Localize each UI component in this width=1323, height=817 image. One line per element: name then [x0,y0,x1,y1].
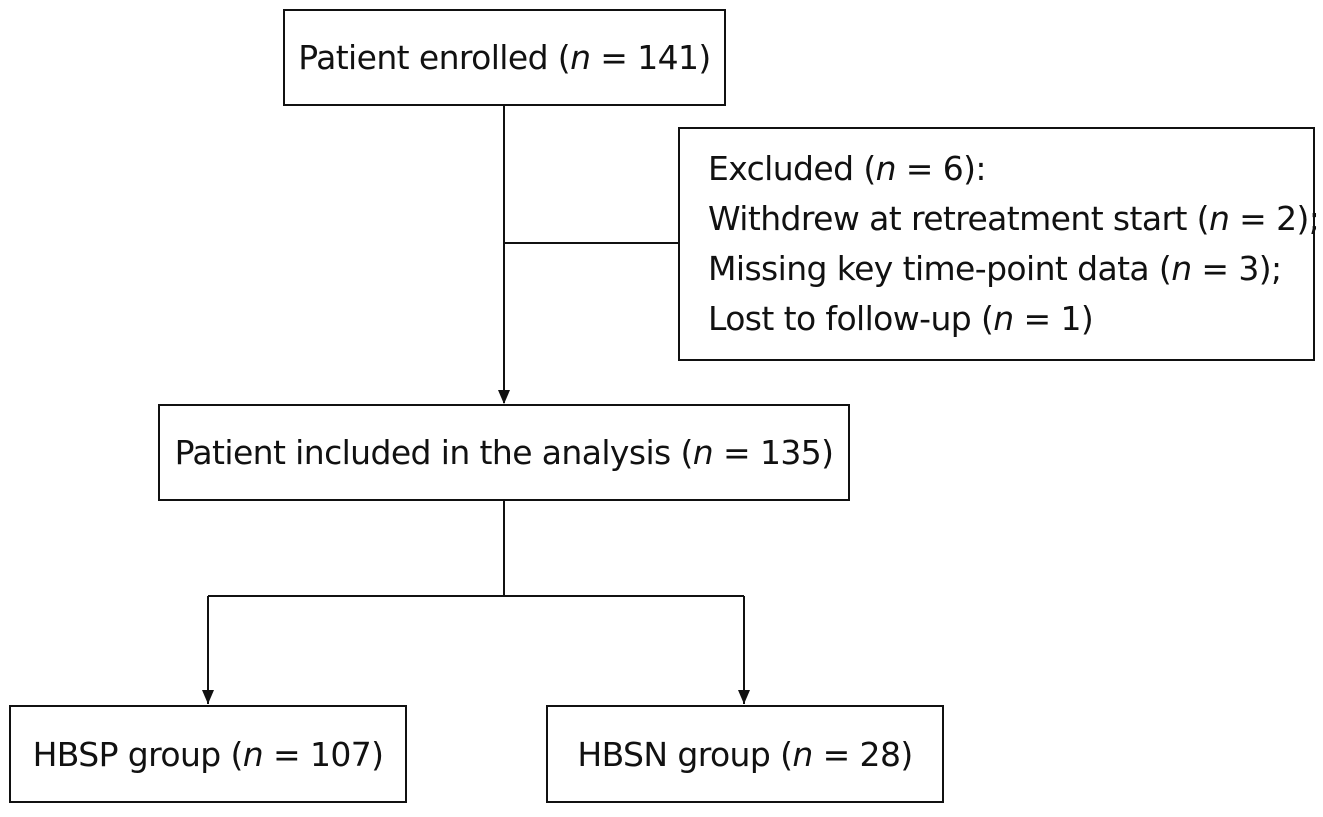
arrowhead-hbsp [202,690,214,704]
arrowhead-included [498,390,510,404]
arrowhead-hbsn [738,690,750,704]
hbsn-label: HBSN group (n = 28) [577,734,913,774]
included-box: Patient included in the analysis (n = 13… [158,404,850,501]
hbsn-box: HBSN group (n = 28) [546,705,944,803]
hbsp-box: HBSP group (n = 107) [9,705,407,803]
excluded-line-total: Excluded (n = 6): [708,149,987,188]
enrolled-label: Patient enrolled (n = 141) [298,38,711,77]
excluded-line-withdrew: Withdrew at retreatment start (n = 2); [708,199,1320,238]
excluded-box: Excluded (n = 6): Withdrew at retreatmen… [678,127,1320,361]
excluded-line-lost: Lost to follow-up (n = 1) [708,299,1094,338]
enrolled-box: Patient enrolled (n = 141) [283,9,726,106]
included-label: Patient included in the analysis (n = 13… [174,433,834,472]
hbsp-label: HBSP group (n = 107) [32,734,384,774]
excluded-line-missing-data: Missing key time-point data (n = 3); [708,249,1282,288]
